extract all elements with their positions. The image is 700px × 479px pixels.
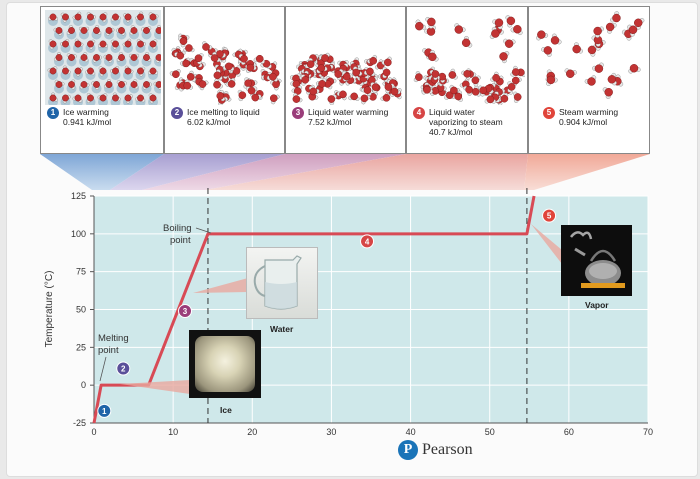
stage-energy-1: 0.941 kJ/mol [63, 117, 112, 127]
stage-title-4: Liquid water [429, 107, 475, 117]
stage-title-1: Ice warming [63, 107, 109, 117]
boiling-point-pointer [195, 227, 212, 234]
melting-ice-image [169, 33, 282, 105]
y-tick-label: 125 [71, 191, 86, 201]
ice-cube-photo [189, 330, 261, 398]
connector-band-4 [205, 154, 528, 190]
stage-marker-4: 4 [360, 234, 375, 249]
stage-energy-3: 7.52 kJ/mol [308, 117, 352, 127]
stage-title-2: Ice melting to liquid [187, 107, 260, 117]
melting-point-label-line2: point [98, 345, 119, 356]
water-photo-label: Water [270, 324, 294, 334]
pearson-wordmark: Pearson [422, 441, 473, 458]
stage-energy-4: 40.7 kJ/mol [429, 127, 473, 137]
water-photo-callout [193, 278, 248, 293]
lattice-molecules [47, 11, 161, 105]
stage-energy-2: 6.02 kJ/mol [187, 117, 231, 127]
stage-marker-label: 1 [102, 407, 107, 416]
stage-marker-label: 2 [121, 365, 126, 374]
x-tick-label: 0 [91, 427, 96, 437]
y-axis-label: Temperature (°C) [44, 271, 55, 348]
water-pitcher-photo [246, 247, 318, 319]
connector-band-5 [524, 154, 650, 190]
vapor-photo-callout [531, 224, 562, 264]
connector-band-3 [142, 154, 406, 190]
vaporizing-image [413, 15, 525, 105]
stage-marker-5: 5 [542, 208, 557, 223]
stage-marker-label: 3 [183, 307, 188, 316]
stage-badge-3: 3 [292, 107, 304, 119]
y-tick-label: 0 [81, 380, 86, 390]
stage-badge-1: 1 [47, 107, 59, 119]
ice-photo-callout [120, 380, 190, 394]
connector-band-2 [110, 154, 285, 190]
x-tick-label: 60 [564, 427, 574, 437]
y-tick-label: 50 [76, 305, 86, 315]
melting-point-label-line1: Melting [98, 333, 129, 344]
x-tick-label: 50 [485, 427, 495, 437]
pitcher-icon [253, 255, 302, 310]
stage-marker-label: 4 [365, 237, 370, 246]
y-tick-label: -25 [73, 418, 86, 428]
kettle-photo [561, 225, 632, 296]
x-tick-label: 10 [168, 427, 178, 437]
stage-markers: 1 2 3 4 5 [97, 208, 557, 418]
stage-badge-4: 4 [413, 107, 425, 119]
boiling-point-label-line1: Boiling [163, 223, 192, 234]
stage-detail-4: vaporizing to steam [429, 117, 503, 127]
ice-photo-label: Ice [220, 405, 232, 415]
stage-title-5: Steam warming [559, 107, 619, 117]
stage-energy-5: 0.904 kJ/mol [559, 117, 608, 127]
y-tick-label: 75 [76, 267, 86, 277]
pearson-logo: P Pearson [398, 438, 473, 462]
stage-badge-2: 2 [171, 107, 183, 119]
x-tick-label: 20 [247, 427, 257, 437]
y-tick-label: 25 [76, 342, 86, 352]
x-tick-label: 30 [326, 427, 336, 437]
stage-marker-2: 2 [116, 361, 131, 376]
boiling-point-label-line2: point [170, 235, 191, 246]
stage-title-3: Liquid water warming [308, 107, 389, 117]
melting-point-pointer [99, 356, 107, 382]
axes [93, 196, 648, 424]
stage-marker-3: 3 [178, 304, 193, 319]
pearson-logo-mark: P [398, 440, 418, 460]
x-tick-label: 40 [406, 427, 416, 437]
melting-point-annotation: Melting point [98, 333, 129, 382]
stage-badge-5: 5 [543, 107, 555, 119]
boiling-point-annotation: Boiling point [163, 223, 212, 246]
steam-image [536, 11, 645, 99]
vapor-photo-label: Vapor [585, 300, 609, 310]
y-tick-label: 100 [71, 229, 86, 239]
connector-band-1 [40, 154, 164, 190]
stage-marker-1: 1 [97, 403, 112, 418]
ice-cube-shape [195, 336, 255, 392]
stage-marker-label: 5 [547, 212, 552, 221]
x-tick-label: 70 [643, 427, 653, 437]
liquid-water-image [290, 52, 402, 105]
kettle-icon [570, 231, 625, 288]
ice-lattice-image [45, 10, 161, 105]
